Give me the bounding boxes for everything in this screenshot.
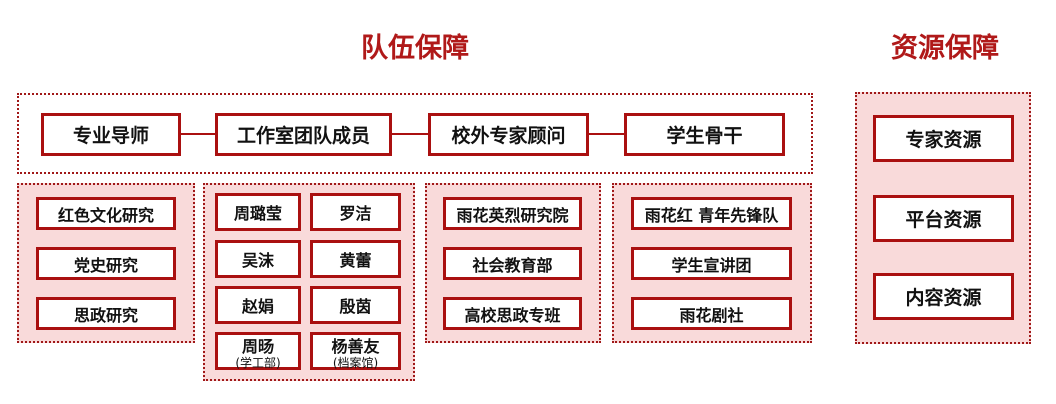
connector (588, 133, 625, 135)
team-title: 队伍保障 (361, 33, 469, 64)
connector (391, 133, 429, 135)
member: 周旸(学工部) (215, 332, 301, 370)
external-item: 高校思政专班 (443, 297, 582, 330)
member-dept: (档案馆) (332, 356, 379, 370)
research-item: 思政研究 (36, 297, 176, 330)
resource-item: 专家资源 (873, 115, 1014, 162)
member: 罗洁 (310, 193, 401, 231)
top-box-student-core: 学生骨干 (624, 113, 785, 156)
member: 吴沫 (215, 240, 301, 278)
member-dept: (学工部) (235, 356, 281, 370)
top-box-studio-members: 工作室团队成员 (215, 113, 392, 156)
member: 殷茵 (310, 286, 401, 324)
member: 赵娟 (215, 286, 301, 324)
top-box-external-experts: 校外专家顾问 (428, 113, 589, 156)
research-item: 红色文化研究 (36, 197, 176, 230)
resource-item: 平台资源 (873, 195, 1014, 242)
member: 杨善友(档案馆) (310, 332, 401, 370)
student-item: 雨花红 青年先锋队 (631, 197, 792, 230)
top-row-container (17, 93, 813, 174)
resource-title: 资源保障 (891, 33, 999, 64)
student-item: 学生宣讲团 (631, 247, 792, 280)
member: 周璐莹 (215, 193, 301, 231)
top-box-advisor: 专业导师 (41, 113, 181, 156)
student-item: 雨花剧社 (631, 297, 792, 330)
connector (180, 133, 216, 135)
research-item: 党史研究 (36, 247, 176, 280)
external-item: 社会教育部 (443, 247, 582, 280)
external-item: 雨花英烈研究院 (443, 197, 582, 230)
resource-item: 内容资源 (873, 273, 1014, 320)
member: 黄蕾 (310, 240, 401, 278)
